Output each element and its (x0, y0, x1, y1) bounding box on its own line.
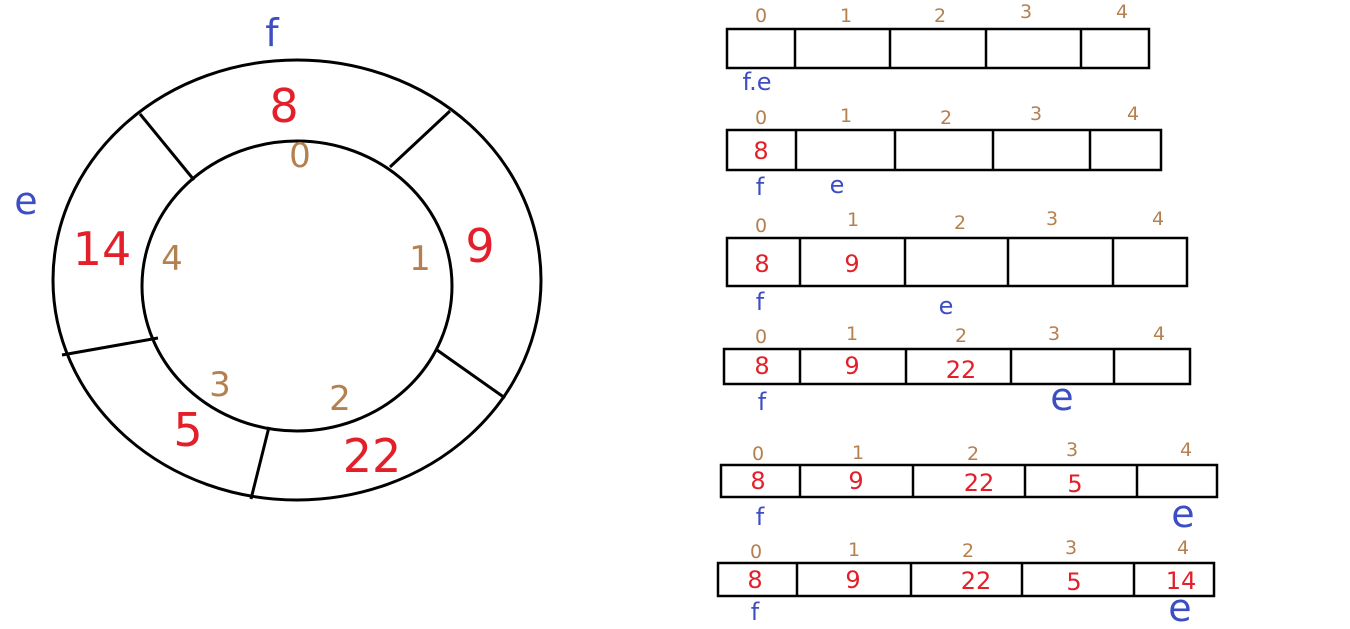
ring-slot-4-value: 14 (73, 222, 132, 276)
array-row-1-index-4: 4 (1127, 103, 1139, 125)
ring-slot-1-index: 1 (409, 239, 431, 279)
array-row-2-box (725, 236, 1189, 288)
array-row-0-index-4: 4 (1116, 1, 1128, 23)
array-row-4-index-0: 0 (752, 443, 764, 465)
array-row-5-index-0: 0 (750, 541, 762, 563)
ring-front-pointer: f (265, 11, 280, 55)
array-row-0-box (725, 27, 1151, 70)
array-row-4-value-1: 9 (848, 467, 863, 495)
array-row-3-value-1: 9 (844, 352, 859, 380)
array-row-5-value-0: 8 (747, 566, 762, 594)
array-row-2-front-pointer: f (756, 288, 765, 316)
array-row-2-end-pointer: e (939, 292, 954, 320)
array-row-5-index-3: 3 (1065, 537, 1077, 559)
array-row-0-index-0: 0 (755, 5, 767, 27)
array-row-3-index-1: 1 (846, 323, 858, 345)
array-row-4-index-3: 3 (1066, 439, 1078, 461)
array-row-2: 0 1 2 3 4 8 9 f e (725, 208, 1189, 320)
array-row-3-index-3: 3 (1048, 323, 1060, 345)
array-row-2-index-4: 4 (1152, 208, 1164, 230)
array-row-2-value-1: 9 (844, 250, 859, 278)
ring-end-pointer: e (14, 179, 37, 223)
array-row-5-index-1: 1 (848, 539, 860, 561)
array-row-5-value-2: 22 (961, 567, 992, 595)
array-row-0-front-end-pointer: f.e (742, 68, 771, 96)
array-row-4-index-4: 4 (1180, 439, 1192, 461)
array-row-5-end-pointer: e (1168, 586, 1191, 629)
array-row-1-index-0: 0 (755, 107, 767, 129)
array-row-1-end-pointer: e (830, 171, 845, 199)
array-row-3-value-2: 22 (946, 356, 977, 384)
array-row-4-front-pointer: f (756, 503, 765, 531)
array-row-2-index-1: 1 (847, 209, 859, 231)
array-row-3-end-pointer: e (1050, 375, 1073, 419)
array-row-5-value-4: 14 (1166, 567, 1197, 595)
array-row-4-end-pointer: e (1171, 492, 1194, 536)
array-row-5-front-pointer: f (751, 598, 760, 626)
array-row-1-front-pointer: f (756, 173, 765, 201)
ring-slot-4-index: 4 (161, 239, 183, 279)
array-row-1-index-3: 3 (1030, 103, 1042, 125)
array-row-2-index-0: 0 (755, 215, 767, 237)
ring-divider (249, 426, 271, 500)
array-row-4-value-3: 5 (1067, 470, 1082, 498)
ring-divider (388, 109, 452, 169)
ring-slot-3-value: 5 (173, 403, 202, 457)
circular-queue-ring: 8 9 22 5 14 0 1 2 3 4 f e (14, 11, 543, 502)
array-row-1-value-0: 8 (753, 137, 768, 165)
array-row-3-index-4: 4 (1153, 323, 1165, 345)
array-row-5-index-4: 4 (1177, 537, 1189, 559)
array-row-4-box (719, 463, 1219, 499)
array-row-5-value-1: 9 (845, 566, 860, 594)
ring-slot-0-index: 0 (289, 136, 311, 176)
array-row-5-index-2: 2 (962, 540, 974, 562)
array-row-0-index-3: 3 (1020, 1, 1032, 23)
array-row-1-index-2: 2 (940, 107, 952, 129)
array-row-5-value-3: 5 (1066, 568, 1081, 596)
array-row-4-value-2: 22 (964, 469, 995, 497)
array-row-3: 0 1 2 3 4 8 9 22 f e (722, 323, 1192, 419)
array-row-0: 0 1 2 3 4 f.e (725, 1, 1151, 96)
ring-slot-3-index: 3 (209, 365, 231, 405)
array-row-2-value-0: 8 (754, 250, 769, 278)
array-row-1: 0 1 2 3 4 8 f e (725, 103, 1163, 201)
ring-divider (138, 113, 196, 181)
array-row-0-index-1: 1 (840, 5, 852, 27)
array-row-3-index-2: 2 (955, 325, 967, 347)
array-row-3-box (722, 347, 1192, 386)
array-row-1-index-1: 1 (840, 105, 852, 127)
array-row-1-box (725, 128, 1163, 172)
ring-inner-circle (140, 139, 454, 433)
array-row-3-value-0: 8 (754, 352, 769, 380)
ring-divider (436, 348, 506, 400)
array-row-4-index-2: 2 (967, 443, 979, 465)
array-row-0-index-2: 2 (934, 5, 946, 27)
array-row-3-front-pointer: f (758, 388, 767, 416)
ring-slot-2-value: 22 (343, 429, 402, 483)
ring-slot-0-value: 8 (269, 79, 298, 133)
array-row-5-box (716, 561, 1216, 598)
ring-outer-circle (51, 58, 543, 502)
array-row-4-index-1: 1 (852, 442, 864, 464)
array-row-3-index-0: 0 (755, 326, 767, 348)
ring-slot-2-index: 2 (329, 379, 351, 419)
array-row-2-index-3: 3 (1046, 208, 1058, 230)
ring-divider (61, 336, 159, 357)
ring-slot-1-value: 9 (465, 219, 494, 273)
array-row-2-index-2: 2 (954, 212, 966, 234)
array-row-4-value-0: 8 (750, 467, 765, 495)
array-row-5: 0 1 2 3 4 8 9 22 5 14 f e (716, 537, 1216, 629)
array-row-4: 0 1 2 3 4 8 9 22 5 f e (719, 439, 1219, 536)
